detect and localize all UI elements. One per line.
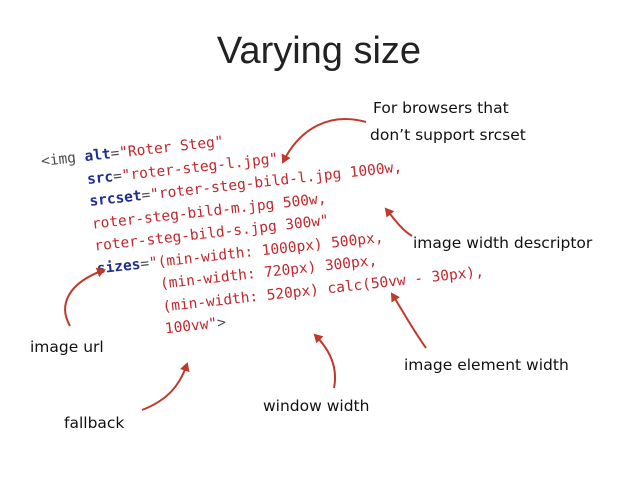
note-fallback: fallback xyxy=(64,414,125,432)
arrow-browsers-to-src xyxy=(281,118,367,164)
arrow-url-to-srcset xyxy=(64,267,106,327)
arrow-fallback-to-100vw xyxy=(141,362,190,411)
note-browsers-line2: don’t support srcset xyxy=(370,126,526,144)
note-browsers-line1: For browsers that xyxy=(373,99,509,117)
note-image-url: image url xyxy=(30,338,104,356)
note-width-descriptor: image width descriptor xyxy=(413,234,593,252)
arrow-descriptor-to-1000w xyxy=(384,207,413,237)
note-element-width: image element width xyxy=(404,356,569,374)
arrow-element-width-to-calc xyxy=(390,292,427,349)
note-window-width: window width xyxy=(263,397,370,415)
slide-title: Varying size xyxy=(216,30,422,72)
arrow-window-width-to-minwidth xyxy=(313,333,336,389)
